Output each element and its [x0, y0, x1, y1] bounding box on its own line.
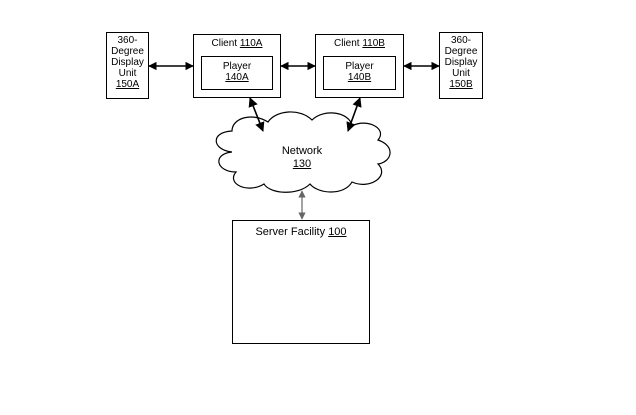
display-unit-b-ref: 150B [449, 79, 473, 90]
player-a-label: Player [222, 61, 252, 72]
display-unit-b-line3: Display [444, 57, 478, 68]
network-label-group: Network 130 [262, 145, 342, 171]
display-unit-a-line2: Degree [111, 46, 144, 57]
player-b-box [323, 56, 396, 90]
client-b-title: Client 110B [315, 38, 404, 49]
display-unit-b-line2: Degree [444, 46, 478, 57]
server-facility-title: Server Facility 100 [232, 226, 370, 239]
player-b-label: Player [345, 61, 374, 72]
client-b-ref: 110B [362, 38, 385, 49]
client-a-title: Client 110A [193, 38, 281, 49]
player-b-ref: 140B [347, 72, 372, 83]
server-facility-box [232, 220, 370, 344]
network-ref: 130 [292, 158, 312, 170]
arrow-client-a-network [248, 97, 265, 132]
client-b-label: Client [334, 38, 360, 49]
server-facility-ref: 100 [328, 226, 347, 238]
player-a-box [201, 56, 273, 90]
display-unit-a-line1: 360- [117, 35, 138, 46]
display-unit-b-line1: 360- [450, 35, 471, 46]
network-label: Network [281, 145, 323, 157]
display-unit-b-label: 360- Degree Display Unit 150B [439, 35, 483, 90]
client-a-label: Client [211, 38, 238, 49]
display-unit-b-line4: Unit [452, 68, 470, 79]
player-a-ref: 140A [225, 72, 249, 83]
arrow-client-b-network [346, 97, 362, 132]
display-unit-a-line3: Display [111, 57, 144, 68]
server-facility-label: Server Facility [255, 226, 326, 238]
display-unit-a-box [106, 32, 149, 99]
player-a-label-group: Player 140A [201, 61, 273, 83]
display-unit-a-ref: 150A [115, 79, 140, 90]
display-unit-a-label: 360- Degree Display Unit 150A [106, 35, 149, 90]
display-unit-b-box [439, 32, 483, 99]
client-a-ref: 110A [239, 38, 263, 49]
display-unit-a-line4: Unit [118, 68, 137, 79]
player-b-label-group: Player 140B [323, 61, 396, 83]
